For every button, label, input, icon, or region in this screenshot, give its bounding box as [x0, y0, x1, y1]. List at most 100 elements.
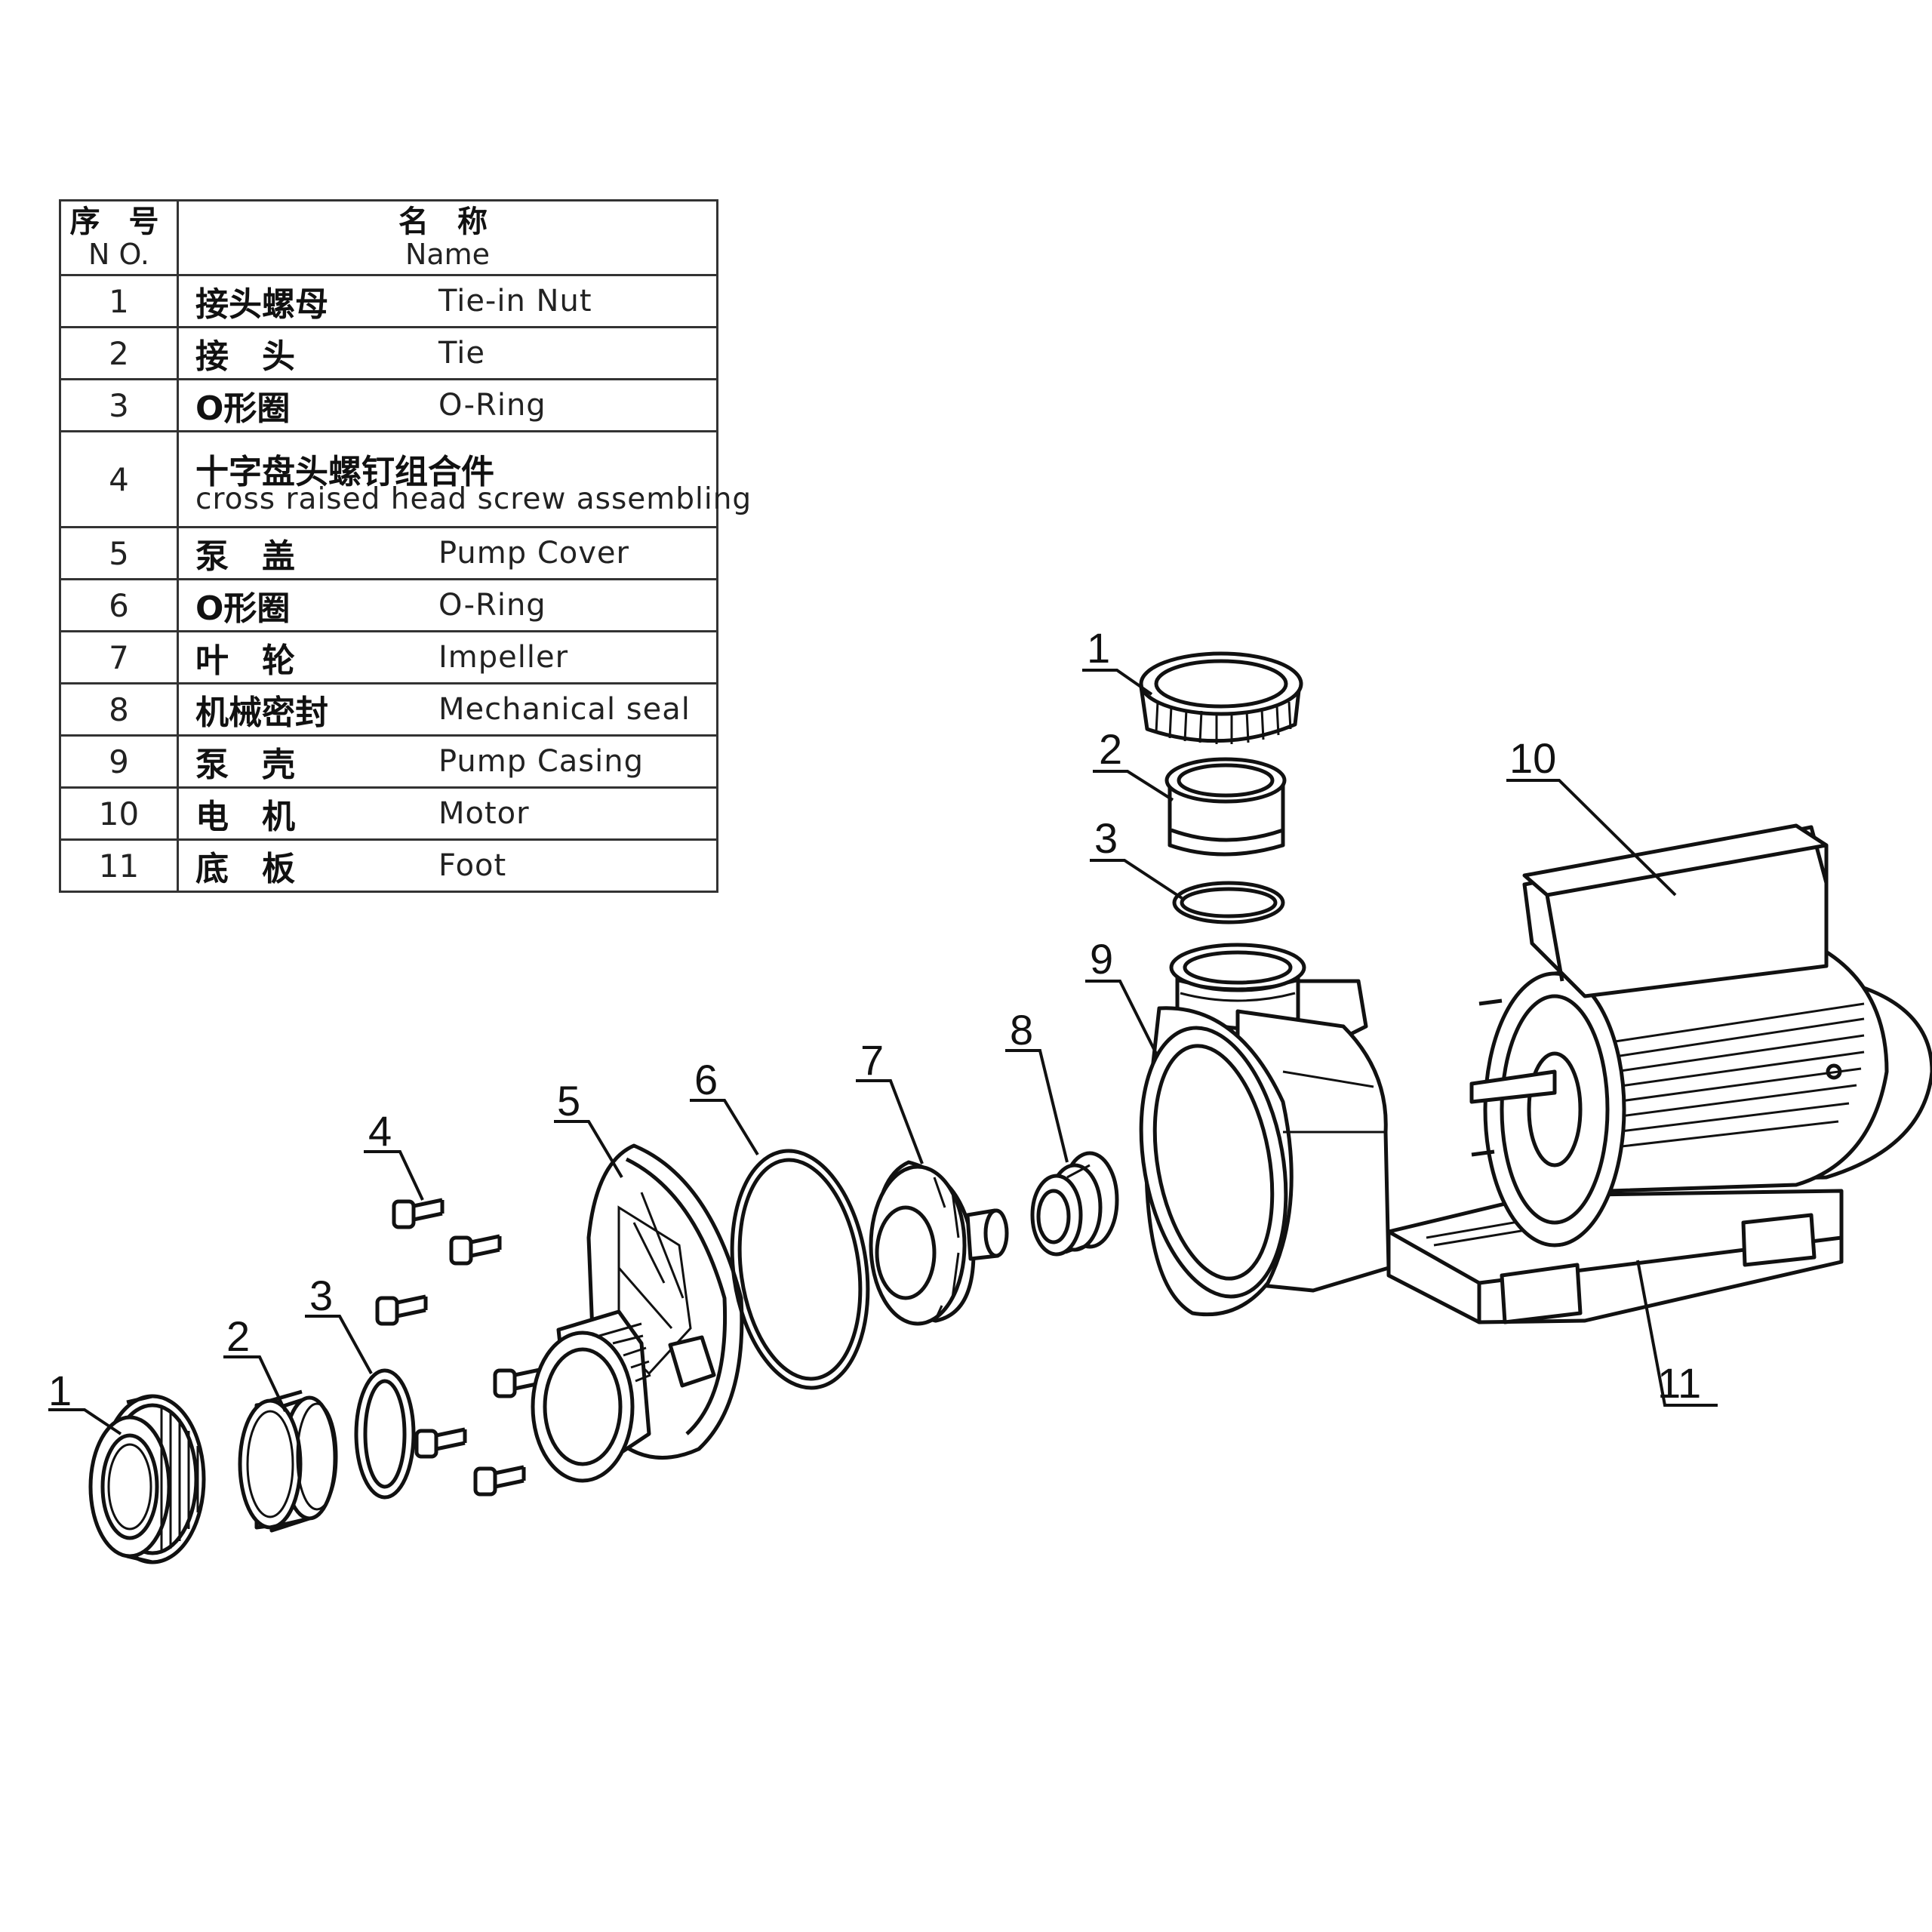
callout-3-top: 3: [1090, 814, 1183, 900]
row-number: 9: [59, 734, 179, 789]
impeller: [869, 1160, 1009, 1326]
header-no-en: N O.: [88, 238, 149, 271]
callout-7: 7: [856, 1036, 924, 1164]
callout-2-top: 2: [1093, 725, 1174, 801]
row-name: O形圈 O-Ring: [177, 578, 718, 632]
svg-text:8: 8: [1010, 1006, 1033, 1054]
foot: [1386, 1189, 1844, 1324]
callout-1-top: 1: [1082, 624, 1153, 696]
screws: [375, 1198, 546, 1497]
header-name-en: Name: [405, 238, 491, 271]
part-name-en: Foot: [438, 848, 507, 883]
part-name-zh: O形圈: [195, 589, 291, 628]
table-row: 10 电 机 Motor: [59, 786, 718, 841]
tie-in-nut-top: [1139, 651, 1303, 744]
svg-text:2: 2: [1099, 725, 1122, 773]
row-name: 叶 轮 Impeller: [177, 630, 718, 685]
svg-text:5: 5: [557, 1077, 580, 1124]
row-name: 底 板 Foot: [177, 838, 718, 893]
part-name-en: O-Ring: [438, 588, 546, 623]
row-number: 5: [59, 526, 179, 580]
callout-4: 4: [364, 1107, 424, 1201]
row-number: 4: [59, 430, 179, 528]
row-number: 11: [59, 838, 179, 893]
table-row: 3 O形圈 O-Ring: [59, 378, 718, 432]
part-name-zh: 底 板: [195, 850, 295, 888]
row-number: 7: [59, 630, 179, 685]
header-name: 名 称 Name: [177, 199, 718, 276]
part-name-en: Impeller: [438, 640, 569, 675]
callout-10: 10: [1506, 734, 1677, 897]
o-ring-large: [730, 1149, 870, 1390]
row-number: 8: [59, 682, 179, 737]
callout-9: 9: [1085, 935, 1159, 1057]
row-name: 接头螺母 Tie-in Nut: [177, 274, 718, 328]
svg-text:1: 1: [1087, 624, 1110, 672]
callout-3-left: 3: [305, 1272, 373, 1374]
svg-text:6: 6: [694, 1056, 718, 1103]
pump-cover: [531, 1143, 744, 1483]
o-ring-left: [354, 1368, 416, 1500]
row-name: 机械密封 Mechanical seal: [177, 682, 718, 737]
part-name-zh: 接头螺母: [195, 285, 328, 324]
part-name-zh: 电 机: [195, 798, 295, 836]
parts-table: 序 号 N O. 名 称 Name 1 接头螺母 Tie-in Nut 2 接 头 Ti…: [59, 199, 751, 893]
svg-text:10: 10: [1509, 734, 1556, 782]
part-name-en: Tie-in Nut: [438, 284, 592, 318]
table-row: 7 叶 轮 Impeller: [59, 630, 718, 685]
table-row: 8 机械密封 Mechanical seal: [59, 682, 718, 737]
header-no-zh: 序 号: [69, 205, 168, 239]
callout-8: 8: [1005, 1006, 1069, 1163]
callout-11: 11: [1636, 1260, 1718, 1407]
table-row: 11 底 板 Foot: [59, 838, 718, 893]
part-name-zh: 十字盘头螺钉组合件: [195, 453, 494, 491]
row-number: 10: [59, 786, 179, 841]
row-number: 1: [59, 274, 179, 328]
svg-text:2: 2: [226, 1312, 250, 1360]
callout-6: 6: [690, 1056, 759, 1156]
row-name: 泵 盖 Pump Cover: [177, 526, 718, 580]
header-no: 序 号 N O.: [59, 199, 179, 276]
row-name: 接 头 Tie: [177, 326, 718, 380]
svg-text:3: 3: [1094, 814, 1118, 862]
part-name-en: Motor: [438, 796, 530, 831]
row-name: O形圈 O-Ring: [177, 378, 718, 432]
part-name-zh: 叶 轮: [195, 641, 295, 680]
svg-text:7: 7: [860, 1036, 884, 1084]
part-name-zh: 接 头: [195, 337, 295, 376]
row-number: 2: [59, 326, 179, 380]
callout-5: 5: [554, 1077, 623, 1179]
part-name-en: Tie: [438, 336, 485, 371]
pump-casing: [1139, 943, 1391, 1317]
tie-in-nut-left: [88, 1394, 206, 1564]
svg-text:1: 1: [48, 1367, 72, 1414]
o-ring-top: [1172, 881, 1285, 924]
motor: [1469, 823, 1932, 1247]
part-name-en: O-Ring: [438, 388, 546, 423]
callout-2-left: 2: [223, 1312, 287, 1412]
part-name-zh: 泵 盖: [195, 537, 295, 576]
part-name-zh: 机械密封: [195, 694, 328, 732]
mechanical-seal: [1030, 1151, 1119, 1257]
svg-text:4: 4: [368, 1107, 392, 1155]
row-name: 电 机 Motor: [177, 786, 718, 841]
part-name-zh: O形圈: [195, 389, 291, 428]
part-name-en: cross raised head screw assembling: [195, 482, 752, 516]
callouts: 1 2 3 4 5 6 7 8 9 1 2 3 10 11: [48, 624, 1718, 1435]
svg-text:9: 9: [1090, 935, 1113, 983]
svg-text:3: 3: [309, 1272, 333, 1319]
callout-1-left: 1: [48, 1367, 122, 1435]
table-header: 序 号 N O. 名 称 Name: [59, 199, 718, 276]
part-name-en: Pump Casing: [438, 744, 644, 779]
part-name-en: Mechanical seal: [438, 692, 691, 727]
part-name-en: Pump Cover: [438, 536, 629, 571]
row-number: 3: [59, 378, 179, 432]
tie-top: [1164, 757, 1287, 857]
table-row: 1 接头螺母 Tie-in Nut: [59, 274, 718, 328]
table-row: 5 泵 盖 Pump Cover: [59, 526, 718, 580]
